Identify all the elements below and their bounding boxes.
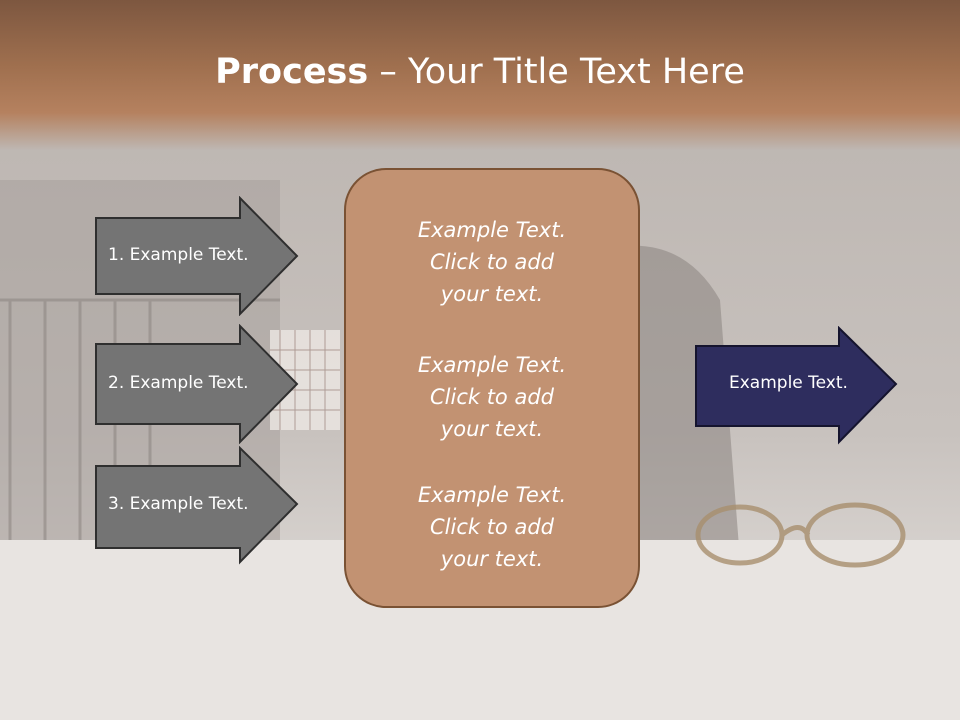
- center-item-3-line2: Click to add: [429, 515, 554, 539]
- right-arrow[interactable]: [694, 326, 900, 446]
- center-item-1: Example Text. Click to add your text.: [346, 214, 638, 310]
- title-bold: Process: [215, 52, 369, 92]
- center-item-2-line3: your text.: [440, 417, 544, 441]
- slide-title[interactable]: Process – Your Title Text Here: [0, 52, 960, 92]
- left-arrow-3[interactable]: [94, 446, 300, 566]
- center-item-1-line3: your text.: [440, 282, 544, 306]
- right-arrow-label: Example Text.: [729, 373, 848, 393]
- left-arrow-2-label: 2. Example Text.: [108, 373, 249, 393]
- center-item-2-line2: Click to add: [429, 385, 554, 409]
- center-text-box[interactable]: Example Text. Click to add your text. Ex…: [344, 168, 640, 608]
- center-item-1-line2: Click to add: [429, 250, 554, 274]
- left-arrow-3-label: 3. Example Text.: [108, 494, 249, 514]
- center-item-3: Example Text. Click to add your text.: [346, 479, 638, 575]
- title-bar: [0, 0, 960, 150]
- center-item-1-line1: Example Text.: [417, 218, 567, 242]
- center-item-3-line3: your text.: [440, 547, 544, 571]
- left-arrow-2[interactable]: [94, 324, 300, 444]
- left-arrow-1-label: 1. Example Text.: [108, 245, 249, 265]
- center-item-2-line1: Example Text.: [417, 353, 567, 377]
- center-item-2: Example Text. Click to add your text.: [346, 349, 638, 445]
- center-item-3-line1: Example Text.: [417, 483, 567, 507]
- title-rest: – Your Title Text Here: [368, 52, 745, 92]
- left-arrow-1[interactable]: [94, 196, 300, 316]
